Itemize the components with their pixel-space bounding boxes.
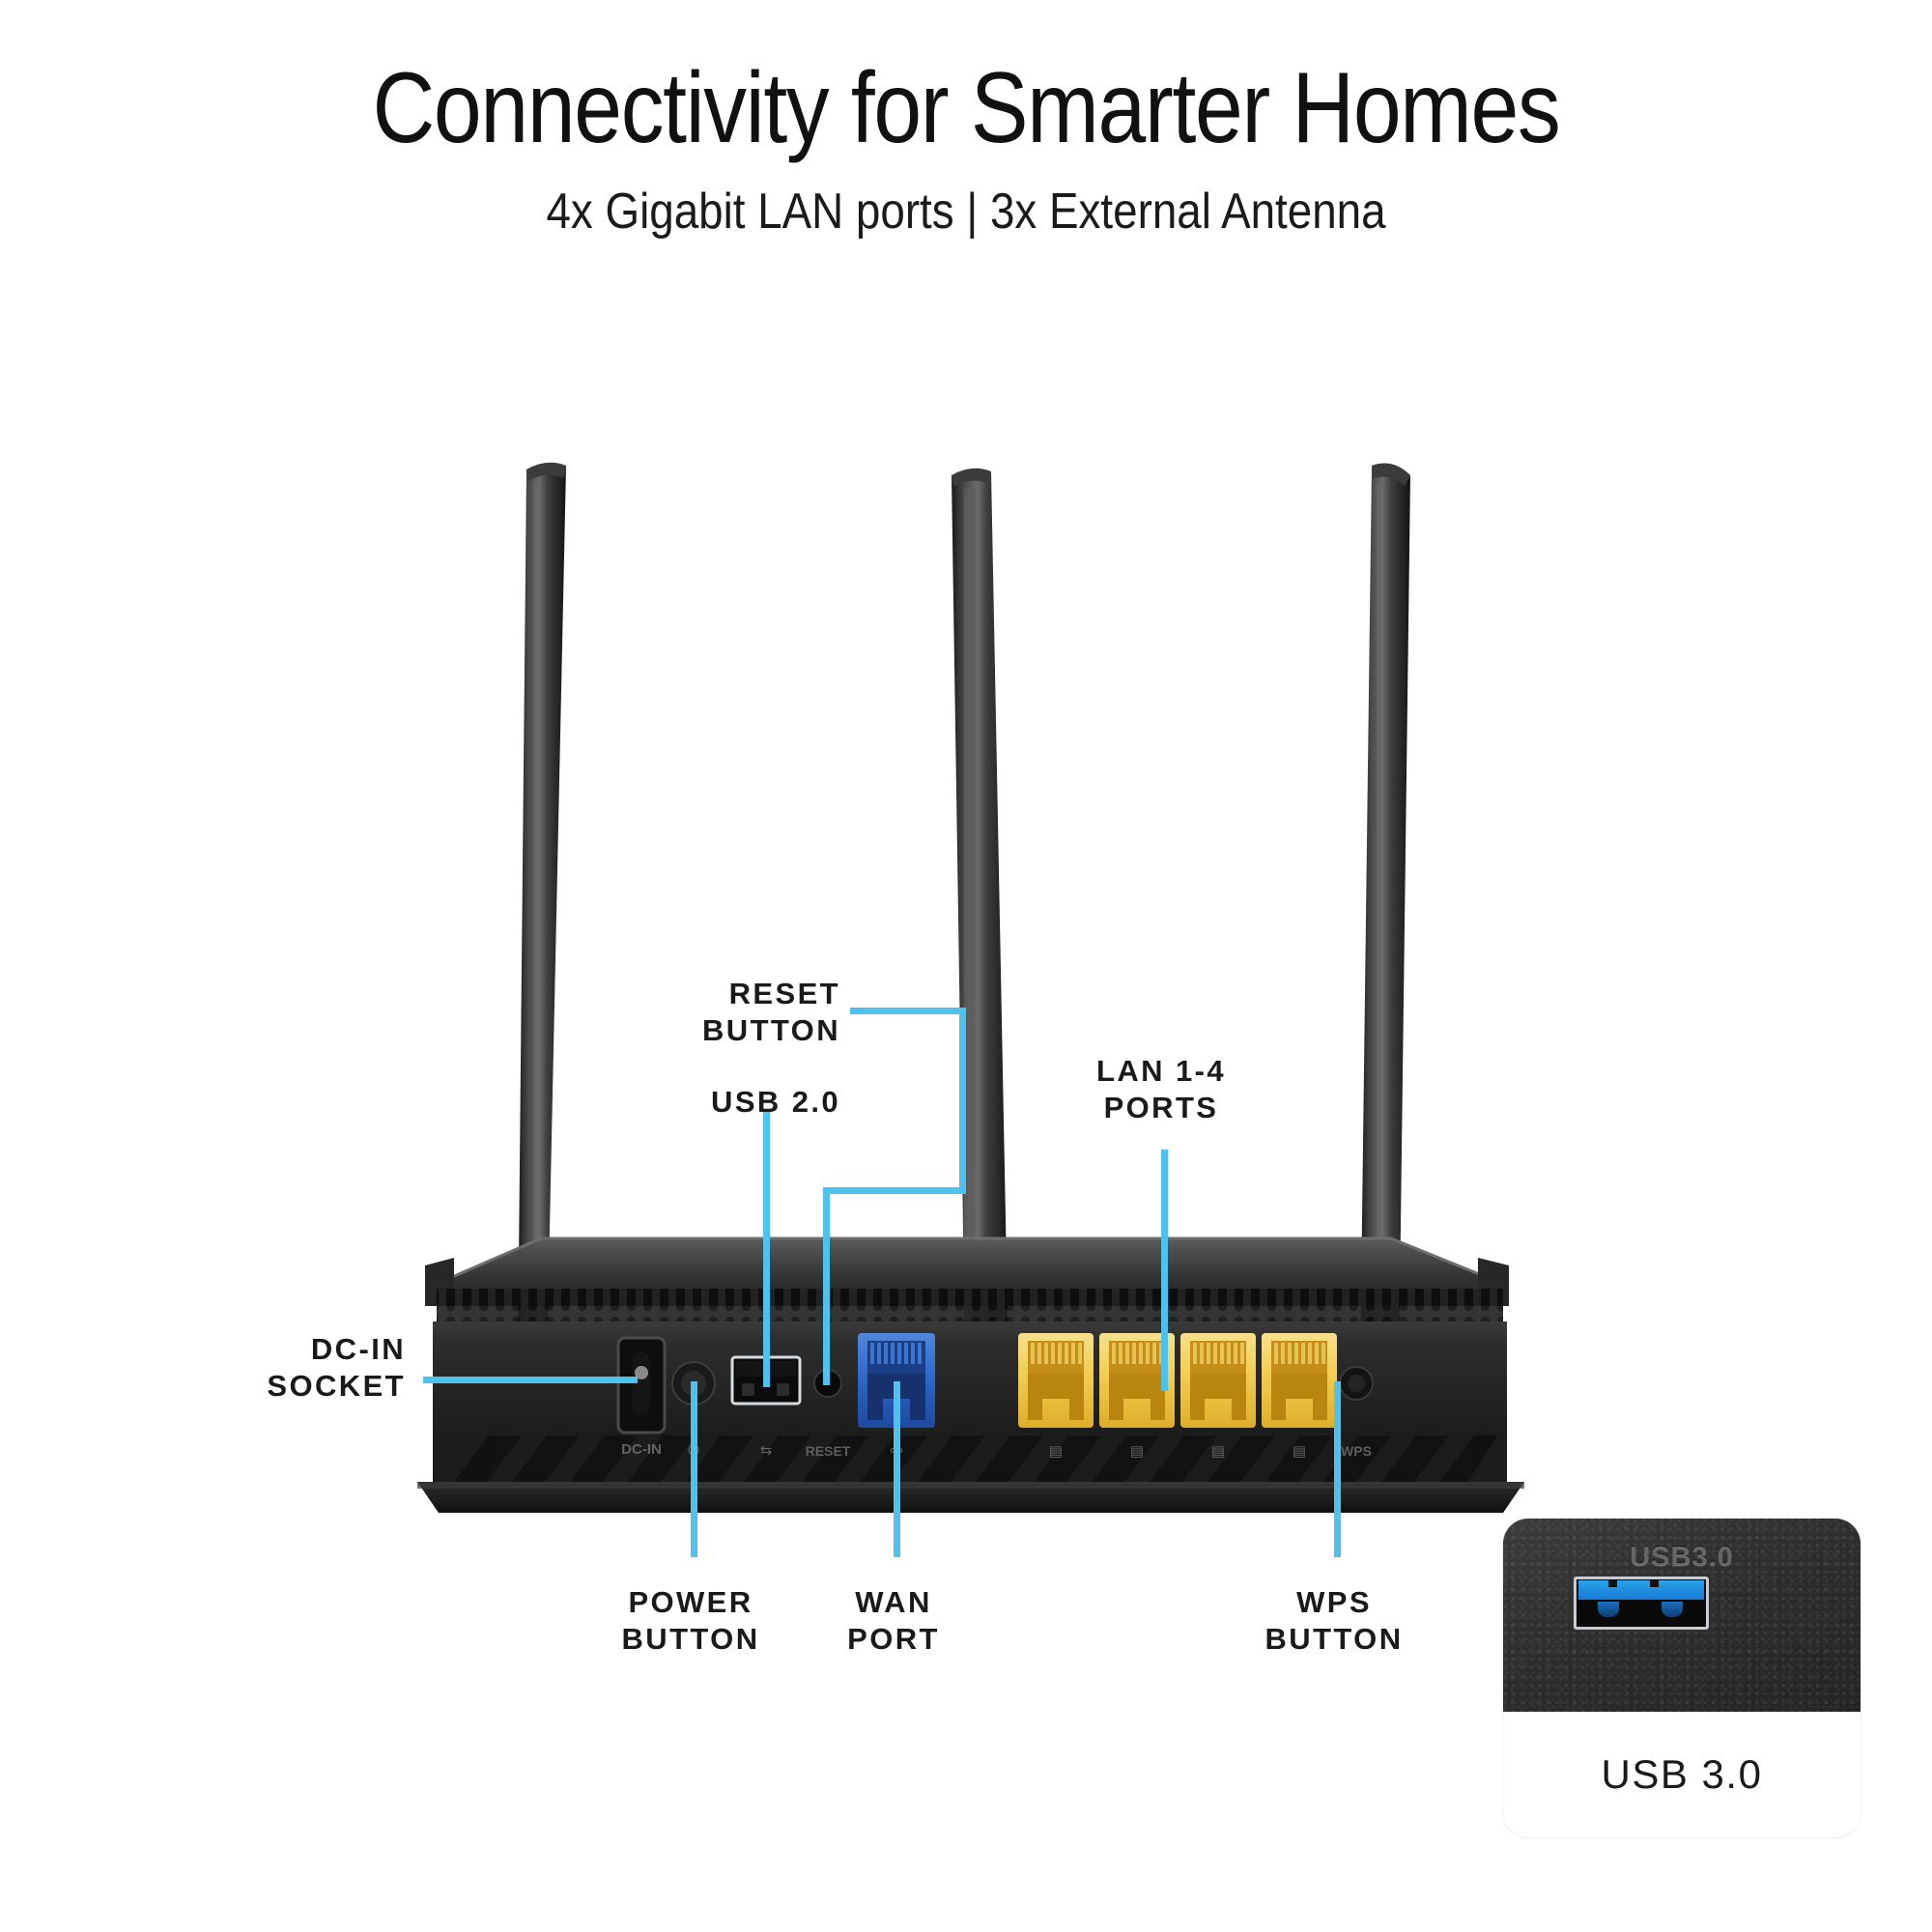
usb3-emboss-label: USB3.0 bbox=[1630, 1542, 1734, 1573]
usb3-port-photo: USB3.0 bbox=[1503, 1519, 1861, 1712]
leader-reset-bottom bbox=[823, 1187, 966, 1194]
callout-lan-ports: LAN 1-4 PORTS bbox=[1096, 1054, 1226, 1125]
lan-port-4 bbox=[1262, 1333, 1337, 1428]
svg-text:WPS: WPS bbox=[1341, 1443, 1372, 1459]
leader-wan bbox=[894, 1381, 900, 1557]
usb3-pin-right bbox=[1662, 1602, 1683, 1617]
usb3-pin-left bbox=[1598, 1602, 1619, 1617]
svg-text:⇆: ⇆ bbox=[760, 1442, 773, 1459]
antenna-group bbox=[518, 462, 1410, 1420]
leader-reset-drop bbox=[823, 1187, 830, 1385]
usb3-inset-card: USB3.0 USB 3.0 bbox=[1503, 1519, 1861, 1837]
callout-wan-port: WAN PORT bbox=[847, 1585, 940, 1657]
header: Connectivity for Smarter Homes 4x Gigabi… bbox=[0, 52, 1932, 241]
lan-port-group bbox=[1018, 1333, 1337, 1428]
svg-text:▤: ▤ bbox=[1211, 1443, 1225, 1460]
callout-power-button: POWER BUTTON bbox=[621, 1585, 760, 1657]
leader-usb2 bbox=[763, 1109, 770, 1387]
leader-wps bbox=[1334, 1381, 1341, 1557]
svg-text:DC-IN: DC-IN bbox=[621, 1441, 662, 1458]
leader-reset-vert bbox=[959, 1008, 966, 1193]
page-title: Connectivity for Smarter Homes bbox=[372, 52, 1561, 164]
callout-reset-button: RESET BUTTON bbox=[702, 977, 840, 1048]
callout-usb2: USB 2.0 bbox=[711, 1085, 840, 1119]
callout-dc-in-socket: DC-IN SOCKET bbox=[267, 1332, 406, 1404]
leader-power bbox=[691, 1381, 697, 1557]
usb3-tongue bbox=[1578, 1580, 1704, 1600]
svg-text:▤: ▤ bbox=[1049, 1443, 1063, 1460]
usb3-caption: USB 3.0 bbox=[1601, 1751, 1763, 1797]
svg-text:▤: ▤ bbox=[1293, 1443, 1306, 1460]
leader-dc-in bbox=[423, 1377, 638, 1383]
page-subtitle: 4x Gigabit LAN ports | 3x External Anten… bbox=[546, 184, 1386, 241]
leader-lan bbox=[1161, 1150, 1168, 1391]
svg-text:RESET: RESET bbox=[806, 1443, 851, 1459]
lan-port-1 bbox=[1018, 1333, 1094, 1428]
leader-reset-top bbox=[850, 1008, 966, 1014]
callout-wps-button: WPS BUTTON bbox=[1264, 1585, 1404, 1657]
port-group: DC-IN ⏻ ⇆ RESET bbox=[616, 1333, 1374, 1460]
svg-text:▤: ▤ bbox=[1130, 1443, 1144, 1460]
dc-in-socket bbox=[616, 1336, 667, 1435]
wps-button bbox=[1339, 1366, 1374, 1401]
lan-port-3 bbox=[1180, 1333, 1256, 1428]
usb3-port bbox=[1574, 1577, 1709, 1630]
router-body bbox=[417, 1236, 1524, 1513]
